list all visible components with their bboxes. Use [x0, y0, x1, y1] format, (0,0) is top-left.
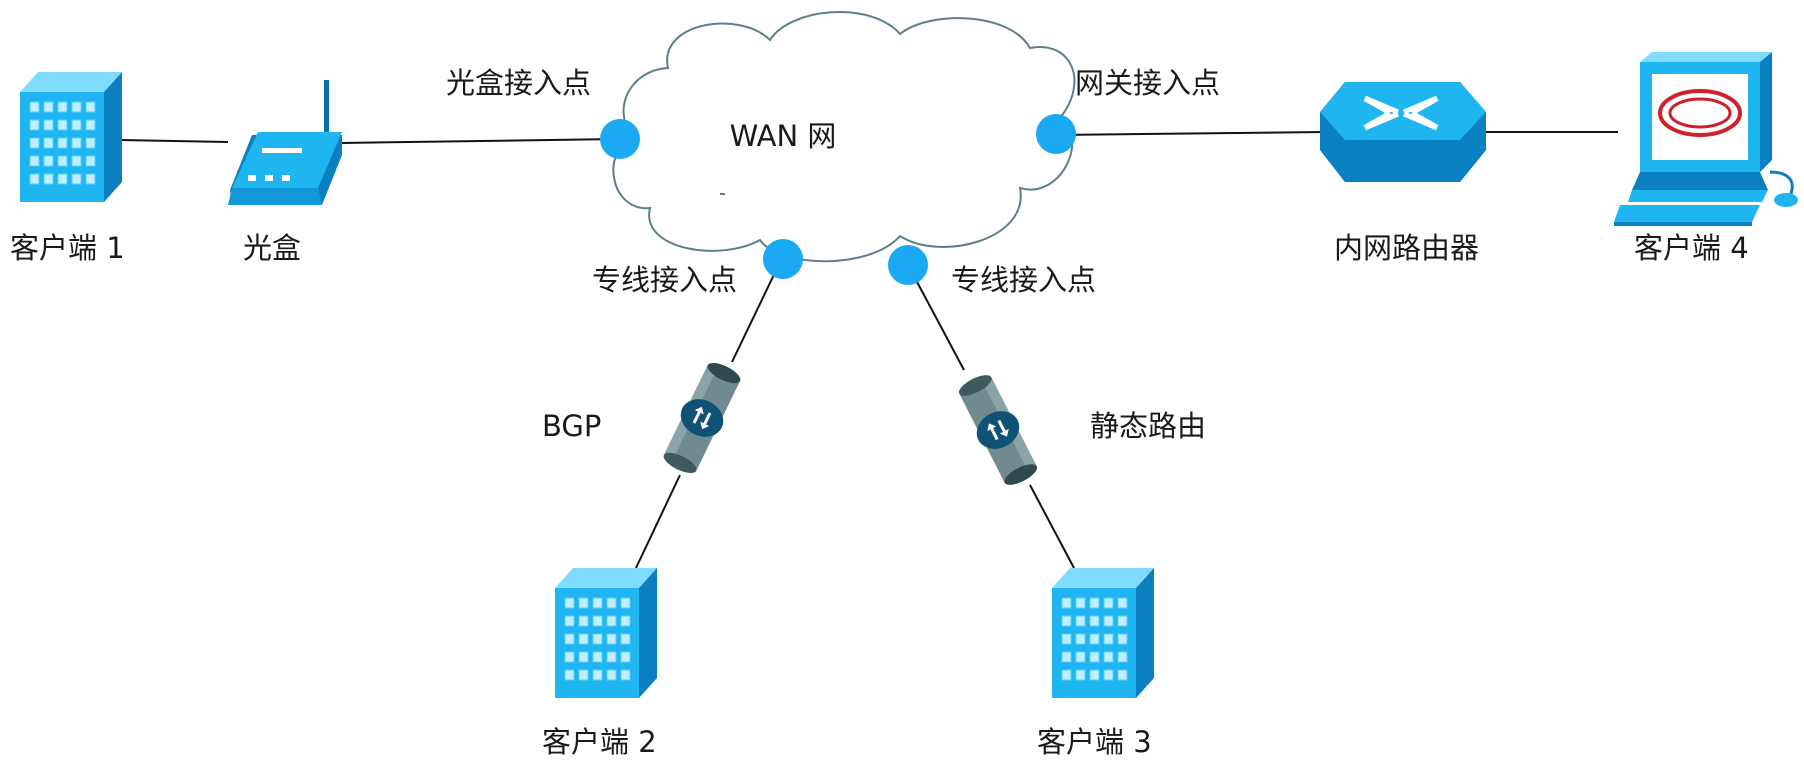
link-client1-modem	[119, 139, 229, 143]
link-tunnel-left-client2	[635, 474, 681, 569]
office-building-icon[interactable]	[554, 567, 658, 699]
label-access-leased-left: 专线接入点	[592, 263, 737, 297]
label-bgp: BGP	[542, 409, 601, 443]
label-optical-box: 光盒	[243, 231, 301, 265]
link-modem-cloud	[341, 138, 619, 144]
vpn-tunnel-icon[interactable]	[655, 355, 749, 481]
access-point-leased-left[interactable]	[763, 239, 803, 279]
office-building-icon[interactable]	[19, 71, 123, 203]
vpn-tunnel-icon[interactable]	[951, 367, 1045, 493]
access-point-leased-right[interactable]	[888, 245, 928, 285]
link-tunnel-right-client3	[1029, 484, 1075, 569]
access-point-gateway[interactable]	[1036, 114, 1076, 154]
label-static-route: 静态路由	[1090, 409, 1206, 443]
label-client4: 客户端 4	[1634, 231, 1749, 265]
office-building-icon[interactable]	[1051, 567, 1155, 699]
label-router: 内网路由器	[1334, 231, 1479, 265]
label-client1: 客户端 1	[10, 231, 125, 265]
label-client2: 客户端 2	[542, 725, 657, 759]
wan-cloud: WAN 网	[612, 10, 1076, 263]
workstation-icon[interactable]	[1614, 52, 1798, 226]
label-access-optical: 光盒接入点	[446, 66, 591, 100]
label-access-gateway: 网关接入点	[1075, 66, 1220, 100]
router-icon[interactable]	[1320, 82, 1486, 182]
label-client3: 客户端 3	[1037, 725, 1152, 759]
label-access-leased-right: 专线接入点	[951, 263, 1096, 297]
link-cloud-router	[1055, 131, 1326, 136]
cloud-label: WAN 网	[730, 119, 837, 153]
optical-modem-icon[interactable]	[228, 80, 342, 205]
access-point-optical[interactable]	[600, 119, 640, 159]
